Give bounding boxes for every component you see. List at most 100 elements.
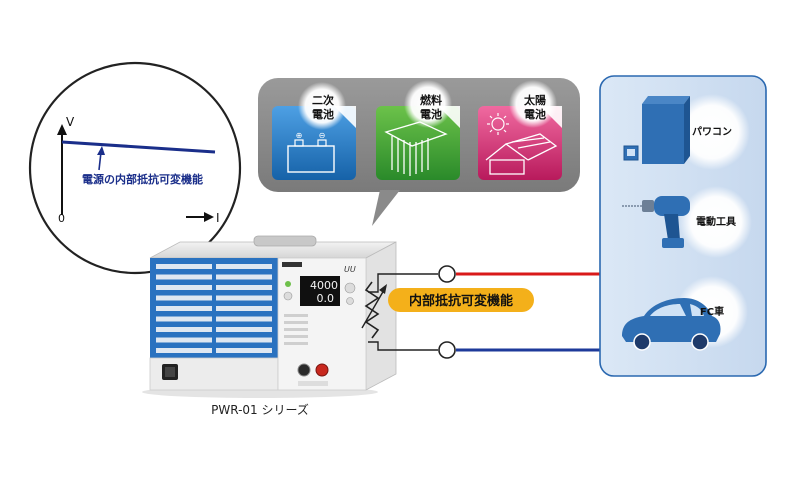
panel-vents [284, 314, 308, 345]
grille-slat [156, 295, 212, 301]
plus-icon: ⊕ [296, 131, 303, 140]
load-label: FC車 [700, 305, 724, 318]
fuel-cell-stack-icon [384, 121, 448, 176]
house-icon [485, 133, 558, 175]
tile-label-line1: 二次 [312, 93, 334, 107]
sun-icon [487, 113, 509, 135]
display-voltage: 4000 [310, 279, 338, 292]
x-axis-label: I [216, 211, 220, 225]
grille-slat [216, 348, 272, 353]
positive-terminal[interactable] [315, 363, 329, 377]
button-icon[interactable] [283, 291, 293, 301]
panel-vent [284, 314, 308, 317]
series-label: PWR-01 シリーズ [211, 402, 309, 417]
grille-slat [156, 285, 212, 290]
graph-caption: 電源の内部抵抗可変機能 [82, 172, 203, 186]
positive-node [438, 265, 456, 283]
grille-slat [216, 316, 272, 322]
resistance-circuit: 内部抵抗可変機能 [361, 265, 600, 359]
y-axis-arrow [57, 124, 67, 135]
grille-slat [156, 264, 212, 269]
grille-slat [216, 285, 272, 290]
tile-label-line2: 電池 [420, 107, 442, 121]
label-glow [298, 82, 346, 130]
grille-slat [216, 337, 272, 343]
y-axis-label: V [66, 115, 75, 129]
power-supply-unit: UU 4000 0.0 [142, 235, 397, 398]
vi-curve [61, 140, 216, 154]
pcs-cabinet-icon [642, 104, 684, 164]
negative-lead [368, 341, 438, 351]
vi-graph-callout: V I 0 電源の内部抵抗可変機能 [28, 61, 242, 275]
car-icon [622, 298, 721, 351]
battery-tile-solar: 太陽 電池 [478, 80, 562, 180]
pcs-top [642, 96, 690, 104]
tile-label-line1: 太陽 [523, 93, 546, 107]
terminal-base [298, 381, 328, 386]
page-curl [334, 106, 356, 128]
minus-icon: ⊖ [319, 131, 326, 140]
grille-slat [216, 274, 272, 280]
grille-slat [216, 295, 272, 301]
x-axis-arrow [204, 212, 214, 222]
battery-terminal-icon [294, 139, 304, 147]
origin-label: 0 [58, 212, 65, 225]
grille-slat [156, 348, 212, 353]
negative-terminal[interactable] [297, 363, 311, 377]
panel-vent [284, 342, 308, 345]
variable-arrow-line [361, 289, 385, 329]
grille-slat [156, 337, 212, 343]
feature-label-pill [388, 288, 534, 312]
pcs-side [684, 96, 690, 164]
battery-terminal-icon [317, 139, 327, 147]
load-glow [680, 186, 752, 258]
page-curl [540, 106, 562, 128]
status-led-icon [285, 281, 291, 287]
grille-slat [216, 327, 272, 332]
tile-label-line2: 電池 [312, 107, 334, 121]
negative-node [438, 341, 456, 359]
panel-vent [284, 321, 308, 324]
knob-icon[interactable] [344, 282, 356, 294]
grille-slat [216, 306, 272, 311]
device-right-side [365, 241, 397, 391]
load-fc-car: FC車 [622, 276, 748, 351]
grille-slat [156, 327, 212, 332]
grille-slats [156, 264, 272, 353]
battery-icon [287, 145, 335, 173]
grille-slat [216, 264, 272, 269]
callout-tail-mask [130, 236, 164, 250]
cv-cc-mark: UU [344, 265, 356, 274]
battery-tile-secondary: 二次 電池 ⊕ ⊖ [272, 82, 356, 180]
variable-arrow-head [379, 284, 387, 294]
tile-label-line1: 燃料 [419, 93, 442, 107]
handle-icon [253, 235, 317, 247]
feature-label: 内部抵抗可変機能 [409, 293, 513, 309]
bubble-tail [372, 190, 400, 226]
display-window [300, 276, 340, 306]
panel-vent [284, 328, 308, 331]
grille-slat [156, 274, 212, 280]
pointer-arrow-head [97, 146, 105, 155]
pcs-monitor-screen [627, 149, 635, 156]
battery-bubble: 二次 電池 ⊕ ⊖ 燃料 電池 [258, 78, 580, 226]
display-current: 0.0 [317, 292, 335, 305]
label-glow [509, 80, 557, 128]
page-curl [438, 106, 460, 128]
tile-label-line2: 電池 [524, 107, 546, 121]
load-label: 電動工具 [696, 215, 736, 228]
positive-lead [368, 273, 438, 293]
panel-vent [284, 335, 308, 338]
load-power-tool: 電動工具 [622, 186, 752, 258]
label-glow [404, 80, 452, 128]
drill-icon [622, 196, 690, 248]
loads-panel: パワコン 電動工具 FC車 [599, 75, 767, 377]
load-power-conditioner: パワコン [623, 94, 750, 170]
callout-circle [28, 61, 242, 275]
grille-slat [156, 306, 212, 311]
brand-badge [282, 262, 302, 267]
load-label: パワコン [692, 126, 732, 138]
button-icon[interactable] [346, 297, 354, 305]
power-switch-rocker [165, 367, 175, 377]
